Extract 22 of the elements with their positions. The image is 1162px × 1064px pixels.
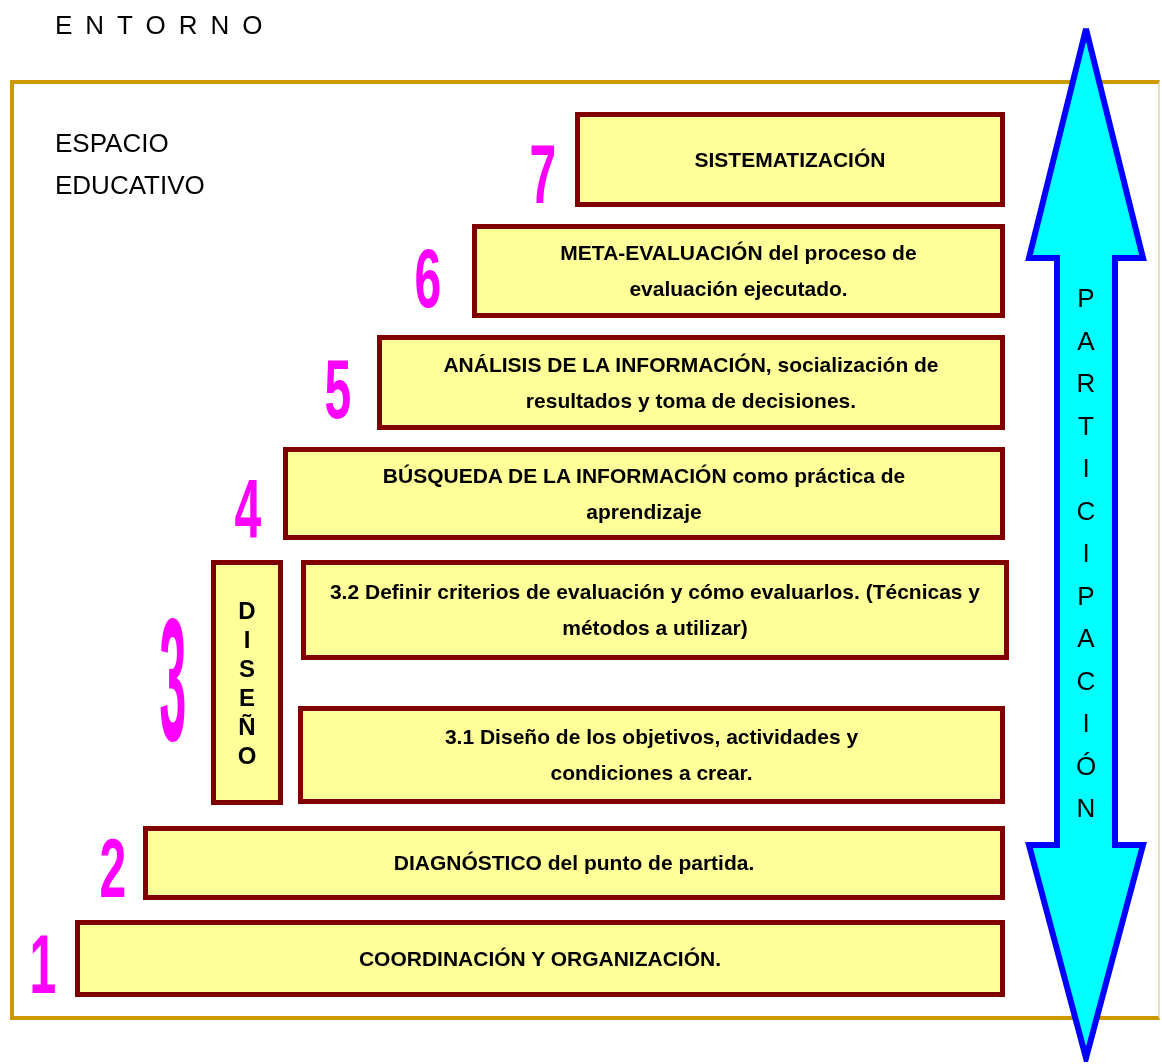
step-number: 7 bbox=[529, 133, 557, 217]
title: ENTORNO bbox=[55, 9, 276, 42]
step-number: 2 bbox=[99, 827, 127, 911]
vertical-text: PARTICIPACIÓN bbox=[1075, 282, 1097, 825]
step-text: ANÁLISIS DE LA INFORMACIÓN, socialización de resultados y toma de decisiones. bbox=[442, 351, 940, 414]
step-number: 6 bbox=[414, 237, 442, 321]
step-number: 4 bbox=[234, 468, 262, 552]
frame-label: ESPACIO EDUCATIVO bbox=[55, 127, 206, 202]
step-box bbox=[298, 706, 1005, 804]
environment-frame bbox=[10, 80, 1160, 1020]
step-text: BÚSQUEDA DE LA INFORMACIÓN como práctica de aprendizaje bbox=[381, 462, 907, 525]
step-number: 1 bbox=[29, 923, 57, 1007]
vertical-text: DISEÑO bbox=[237, 595, 257, 770]
step-text: 3.1 Diseño de los objetivos, actividades y condiciones a crear. bbox=[443, 724, 860, 786]
step-box bbox=[301, 560, 1009, 660]
step-text: 3.2 Definir criterios de evaluación y cómo evaluarlos. (Técnicas y métodos a utilizar) bbox=[328, 579, 982, 641]
step-text: DIAGNÓSTICO del punto de partida. bbox=[393, 850, 755, 876]
step-text: META-EVALUACIÓN del proceso de evaluación ejecutado. bbox=[559, 240, 918, 302]
step-text: SISTEMATIZACIÓN bbox=[694, 146, 886, 173]
step-number: 5 bbox=[324, 348, 352, 432]
step-text: COORDINACIÓN Y ORGANIZACIÓN. bbox=[358, 945, 722, 972]
step-number: 3 bbox=[159, 593, 187, 768]
